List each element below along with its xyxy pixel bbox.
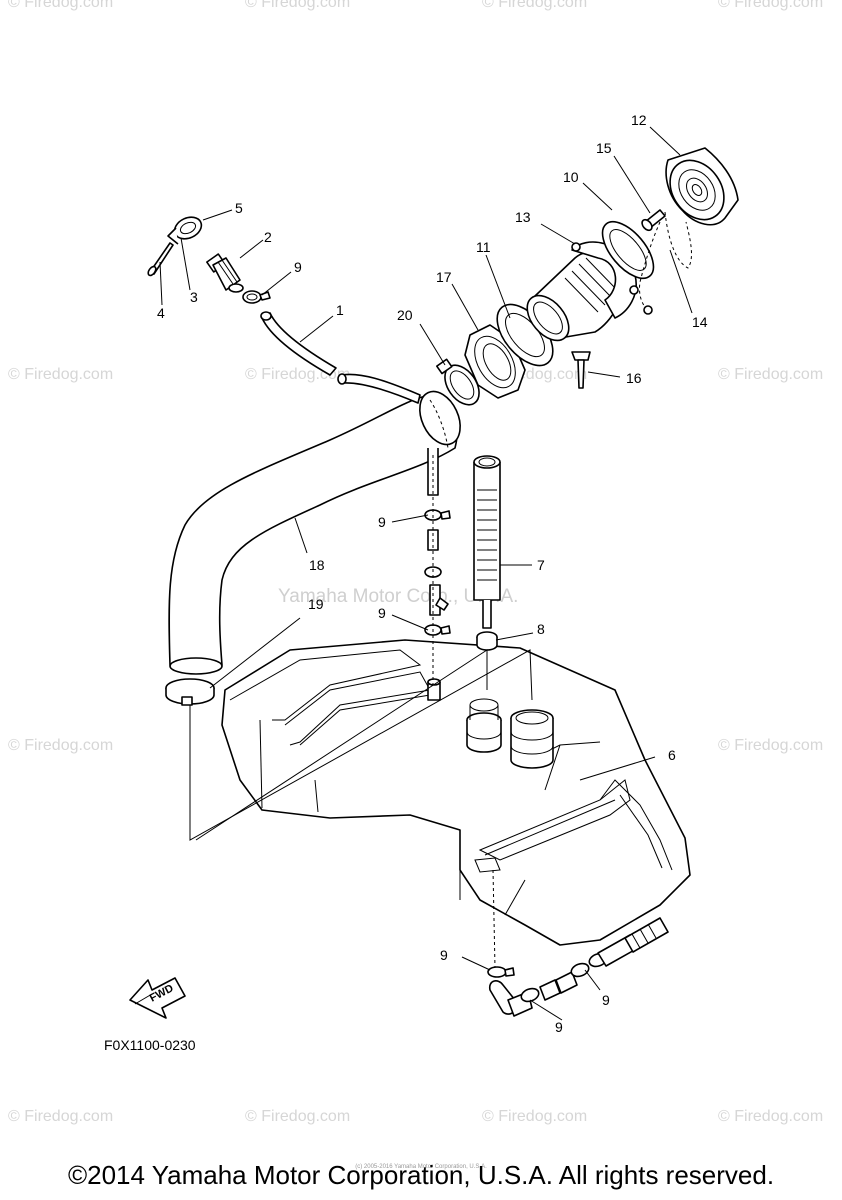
callout-15: 15 [596, 140, 612, 156]
fuel-filter-7 [473, 455, 501, 629]
callout-16: 16 [626, 370, 642, 386]
copyright-notice: ©2014 Yamaha Motor Corporation, U.S.A. A… [67, 1160, 775, 1190]
watermark: © Firedog.com [245, 1108, 351, 1125]
vent-hose [260, 311, 421, 404]
callout-9-upper: 9 [378, 514, 386, 530]
hose-clamp-19 [165, 678, 215, 706]
callout-11: 11 [476, 239, 491, 255]
watermark: © Firedog.com [245, 0, 351, 11]
callout-14: 14 [692, 314, 708, 330]
filler-hose [168, 390, 461, 675]
small-clamp-9-top [242, 290, 271, 304]
callout-9-lower-right: 9 [602, 992, 610, 1008]
callout-5: 5 [235, 200, 243, 216]
callout-numbers: 1 2 3 4 5 6 7 8 9 9 9 9 9 9 10 11 12 13 … [157, 112, 708, 1035]
screw-15 [641, 209, 666, 232]
callout-9-lower-left: 9 [440, 947, 448, 963]
callout-10: 10 [563, 169, 579, 185]
watermark: © Firedog.com [718, 1108, 824, 1125]
fuel-tank [221, 639, 691, 946]
callout-9-top: 9 [294, 259, 302, 275]
callout-4: 4 [157, 305, 165, 321]
bottom-drain-fittings [487, 869, 669, 1017]
pin-4 [147, 242, 174, 277]
callout-2: 2 [264, 229, 272, 245]
callout-19: 19 [308, 596, 324, 612]
gasket-10 [601, 220, 655, 280]
clip-5 [167, 216, 203, 245]
center-watermark: Yamaha Motor Corp., U.S.A. [278, 586, 519, 607]
leader-lines [159, 126, 693, 1021]
check-valve [206, 253, 244, 293]
filler-cap-12 [665, 147, 739, 226]
tank-grommet-small [466, 698, 502, 753]
watermark: © Firedog.com [718, 366, 824, 383]
tank-grommet-large [510, 709, 554, 769]
copyright-small-note: (c) 2005-2016 Yamaha Motor Corporation, … [355, 1164, 487, 1170]
callout-18: 18 [309, 557, 325, 573]
watermark: © Firedog.com [8, 737, 114, 754]
callout-17: 17 [436, 269, 452, 285]
callout-20: 20 [397, 307, 413, 323]
grommet-8 [476, 631, 498, 651]
diagram-code: F0X1100-0230 [104, 1037, 196, 1053]
watermark: © Firedog.com [482, 0, 588, 11]
callout-9-lower-center: 9 [555, 1019, 563, 1035]
fwd-arrow-icon: FWD [129, 977, 186, 1019]
callout-6: 6 [668, 747, 676, 763]
vent-line-fittings [424, 448, 451, 701]
rivet-16 [571, 351, 591, 389]
watermark: © Firedog.com [718, 737, 824, 754]
watermark: © Firedog.com [8, 366, 114, 383]
callout-3: 3 [190, 289, 198, 305]
hose-clamp-20 [435, 358, 480, 406]
callout-1: 1 [336, 302, 344, 318]
cap-chain-14 [639, 211, 692, 315]
callout-12: 12 [631, 112, 647, 128]
callout-9-middle: 9 [378, 605, 386, 621]
callout-7: 7 [537, 557, 545, 573]
watermark: © Firedog.com [8, 0, 114, 11]
watermark: © Firedog.com [482, 1108, 588, 1125]
callout-8: 8 [537, 621, 545, 637]
watermark: © Firedog.com [8, 1108, 114, 1125]
callout-13: 13 [515, 209, 531, 225]
reference-lines [189, 649, 533, 841]
watermark: © Firedog.com [718, 0, 824, 11]
